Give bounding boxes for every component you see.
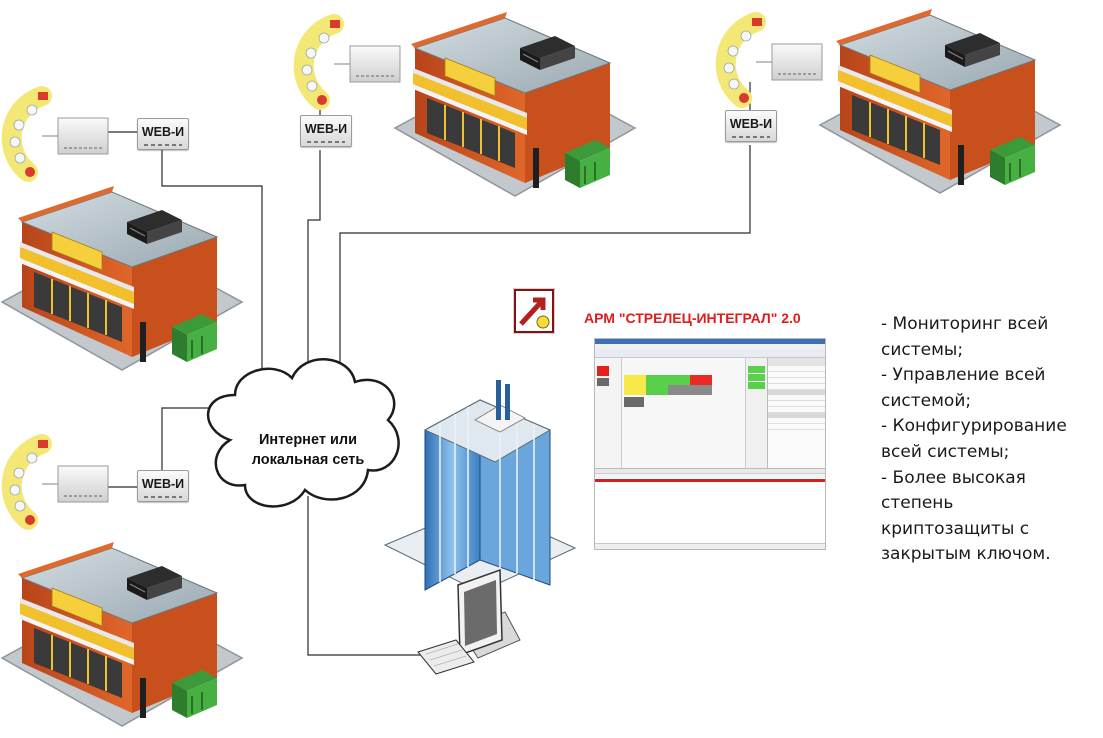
feature-line: - Управление всей (881, 365, 1046, 386)
network-label-line-1: Интернет или (258, 432, 357, 448)
store-building-2 (394, 11, 636, 197)
feature-line: степень (881, 493, 954, 514)
link-store-2 (307, 150, 321, 390)
store-building-3 (819, 8, 1061, 194)
network-label-line-2: локальная сеть (251, 452, 365, 468)
web-module-3: WEB-И (725, 110, 777, 142)
link-store-1 (161, 150, 263, 390)
web-module-1: WEB-И (137, 118, 189, 150)
sensor-group-4 (10, 440, 108, 525)
thumbnail-menubar (595, 344, 825, 349)
sensor-group-2 (302, 20, 400, 105)
link-workstation (307, 496, 420, 656)
feature-line: закрытым ключом. (881, 544, 1051, 565)
feature-line: системы; (881, 339, 964, 360)
feature-line: криптозащиты с (881, 518, 1030, 539)
thumbnail-titlebar (595, 339, 825, 344)
thumbnail-properties-pane (767, 358, 825, 468)
web-module-2: WEB-И (300, 115, 352, 147)
store-building-4 (1, 541, 243, 727)
web-module-4: WEB-И (137, 470, 189, 502)
feature-line: - Мониторинг всей (881, 314, 1049, 334)
store-building-1 (1, 185, 243, 371)
feature-line: - Более высокая (881, 467, 1026, 488)
sensor-group-1 (10, 92, 108, 177)
network-links (104, 82, 751, 656)
network-label: Интернет или локальная сеть (226, 430, 390, 470)
thumbnail-tree-pane (595, 358, 622, 468)
thumbnail-zone-grid (622, 358, 749, 468)
workstation-icon (417, 568, 521, 675)
thumbnail-toolbar (595, 349, 825, 358)
thumbnail-event-log (595, 468, 825, 549)
app-screenshot-thumbnail (594, 338, 826, 550)
workstation-app-title: АРМ "СТРЕЛЕЦ-ИНТЕГРАЛ" 2.0 (584, 310, 801, 326)
sensor-group-3 (724, 18, 822, 103)
link-store-3 (339, 145, 751, 385)
feature-list: - Мониторинг всей системы; - Управление … (881, 312, 1086, 568)
feature-line: системой; (881, 390, 972, 411)
thumbnail-statusbar (595, 543, 825, 549)
feature-line: - Конфигурирование (881, 416, 1067, 437)
thumbnail-side-tiles (745, 358, 768, 468)
feature-line: всей системы; (881, 441, 1010, 462)
office-tower-icon (383, 380, 577, 593)
app-logo-icon (513, 288, 555, 334)
